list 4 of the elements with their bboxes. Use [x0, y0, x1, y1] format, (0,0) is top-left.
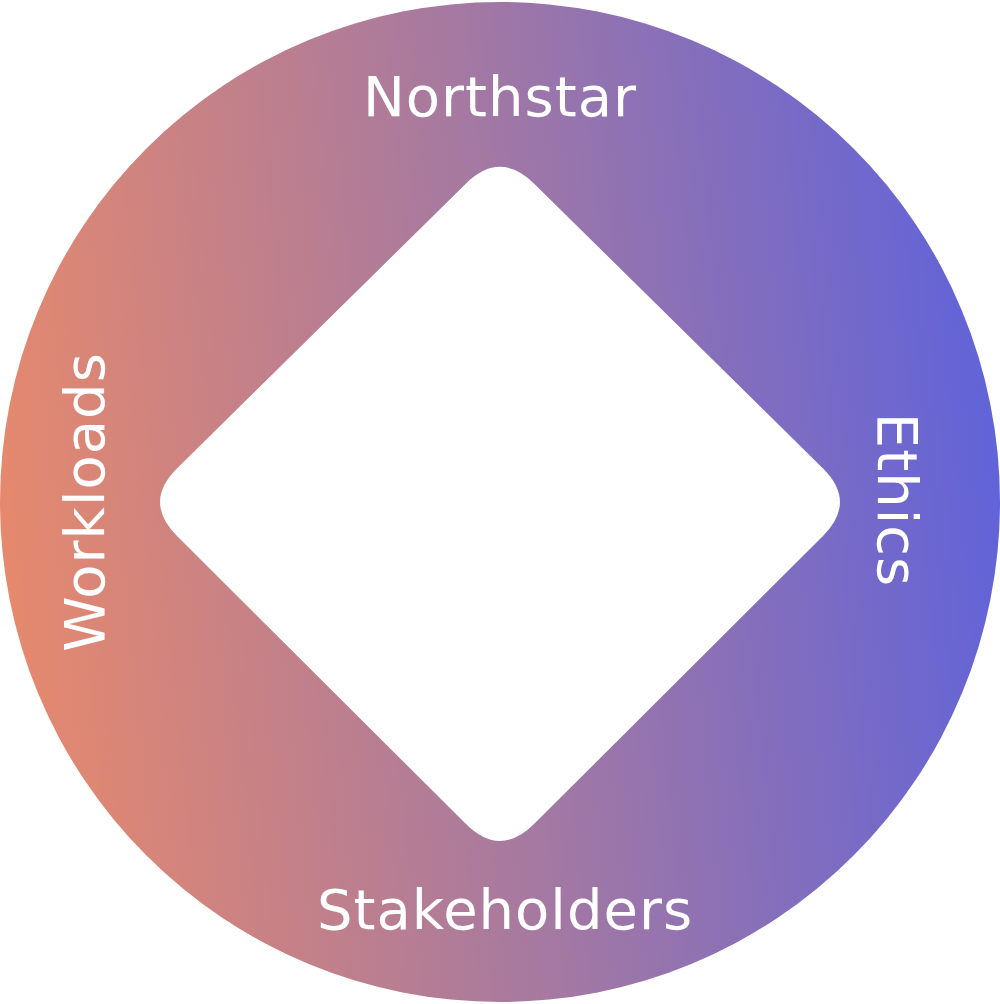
ring-label: Stakeholders [316, 882, 694, 938]
ring-label: Workloads [57, 352, 113, 652]
ring-label: Ethics [869, 412, 925, 588]
ring-label: Northstar [362, 69, 638, 125]
